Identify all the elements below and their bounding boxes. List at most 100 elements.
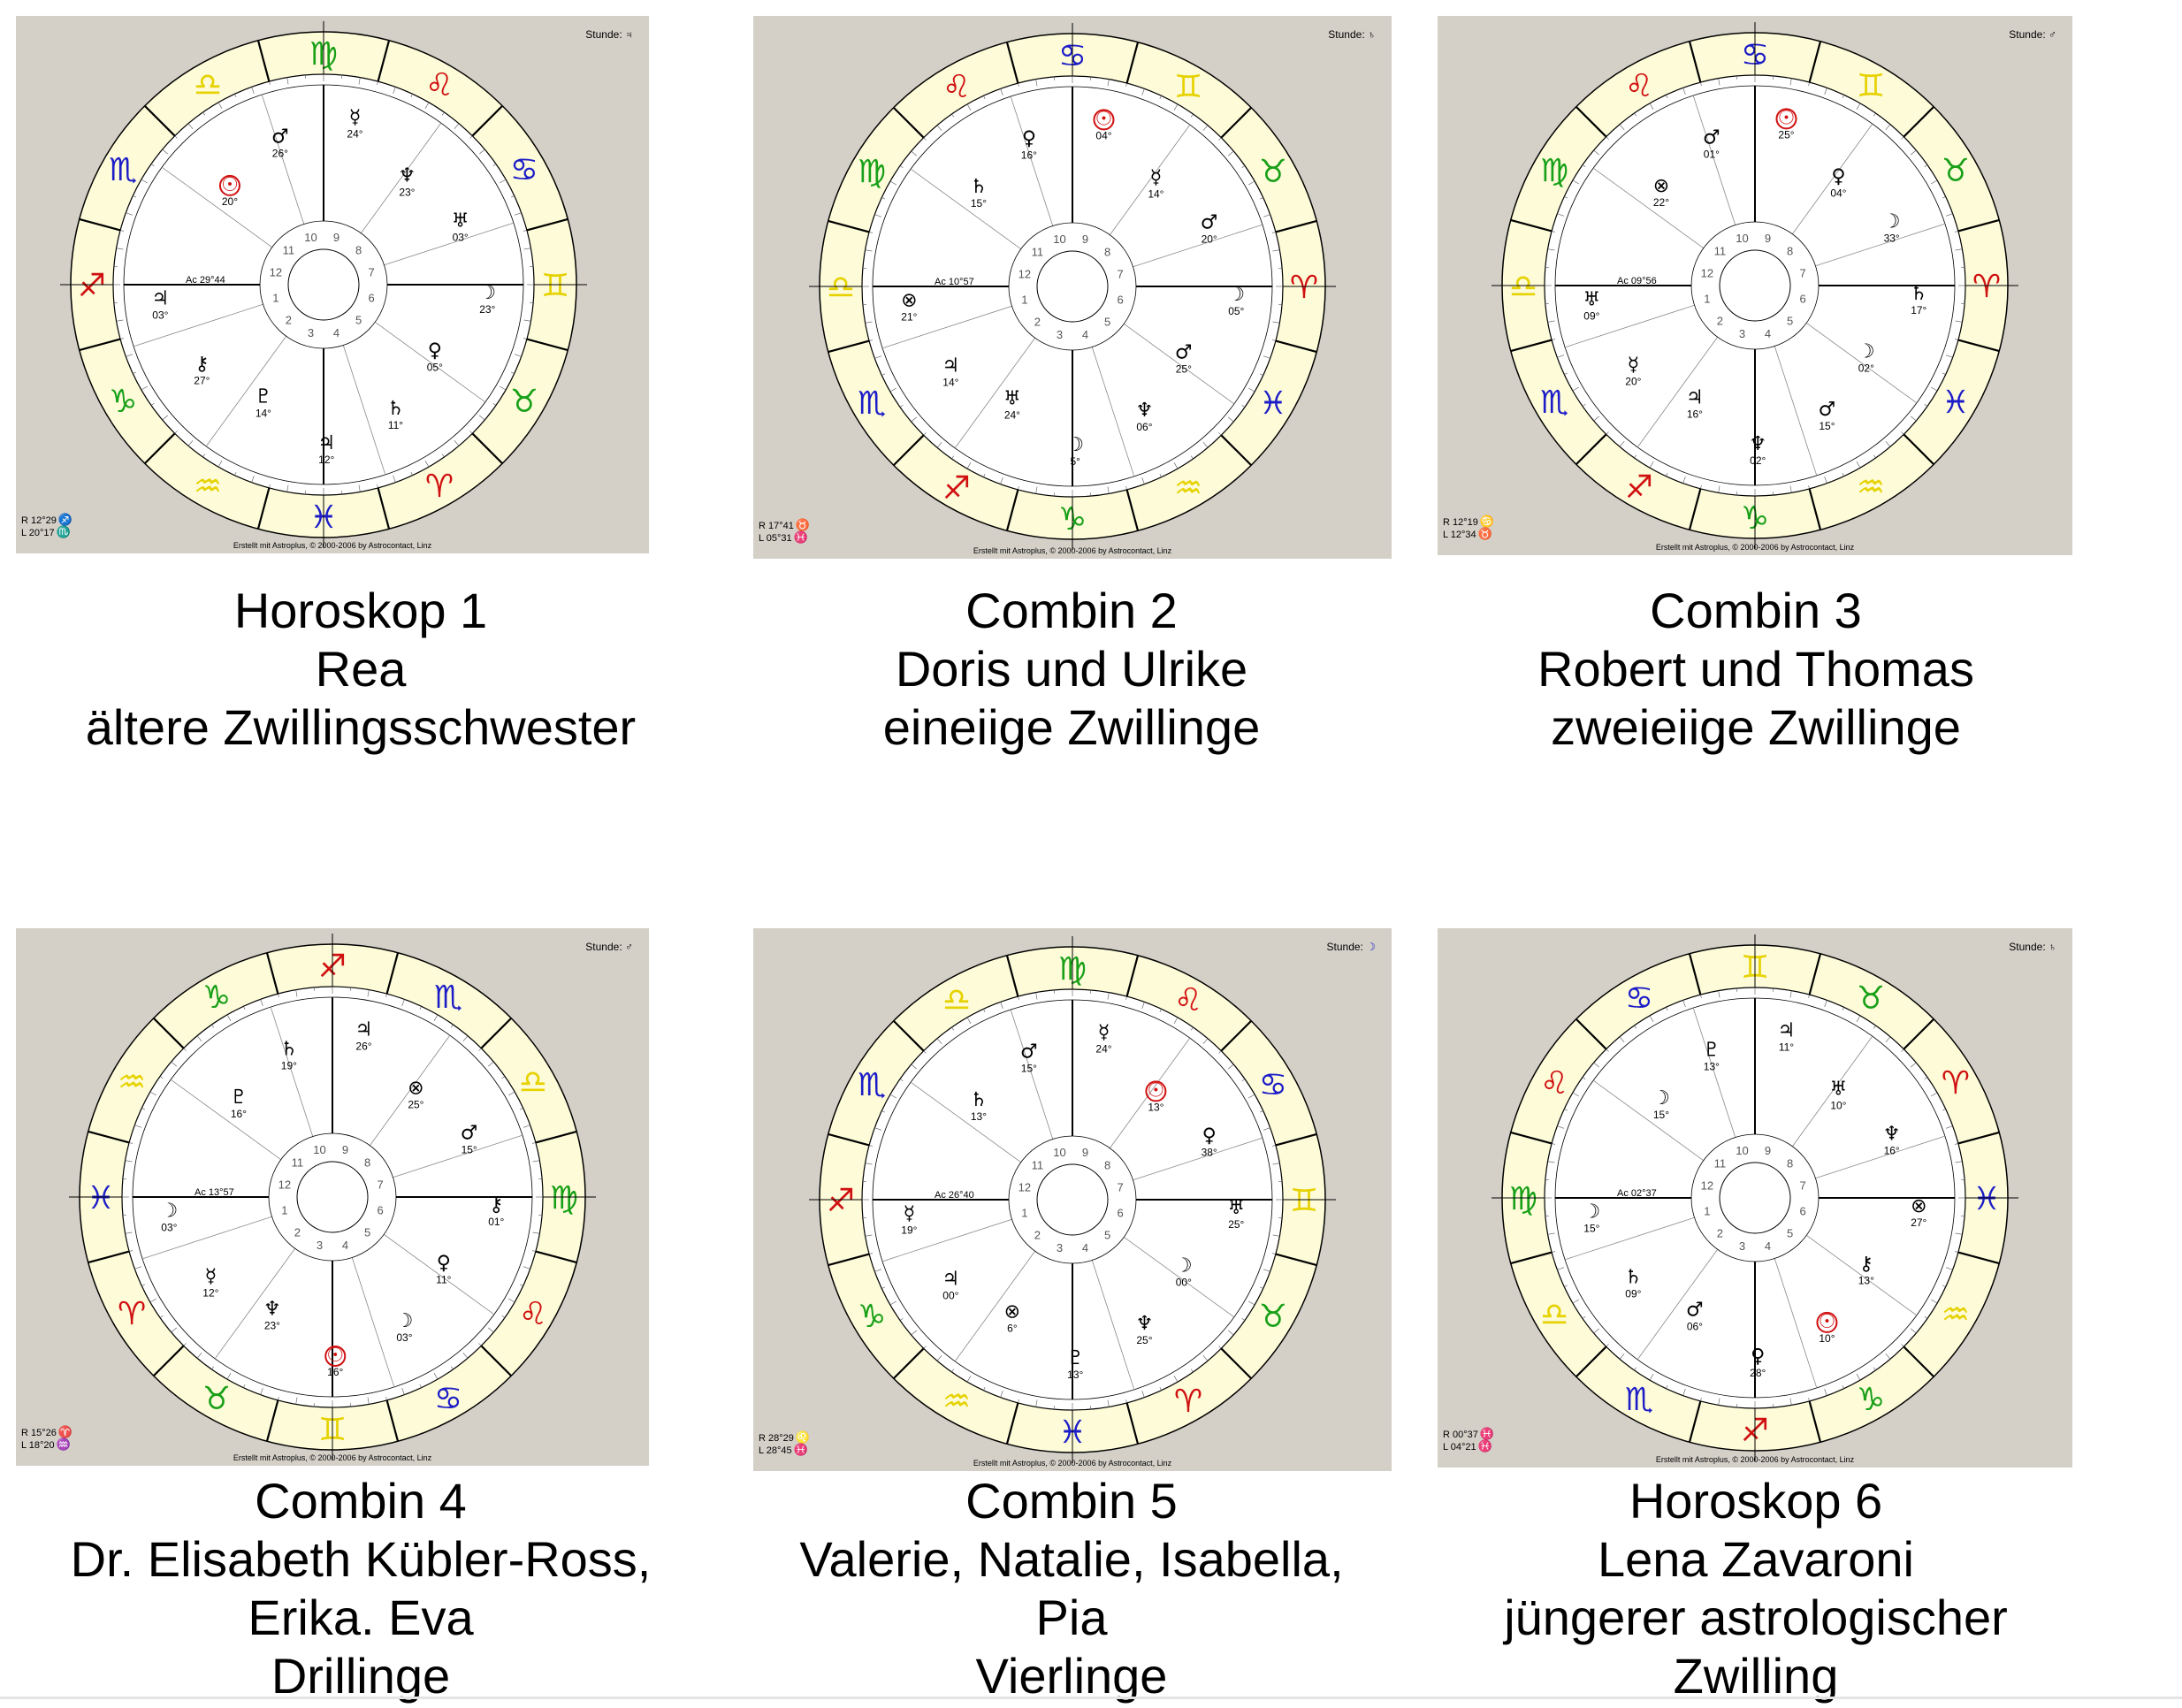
degree-tick [1202, 1354, 1209, 1361]
house-number: 12 [270, 266, 282, 279]
planet-degree-label: 38° [1202, 1146, 1217, 1158]
sign-divider [1275, 1253, 1317, 1267]
degree-tick [1227, 150, 1234, 156]
degree-tick [899, 404, 904, 408]
house-cusp-line [881, 305, 1012, 349]
caption-line: ältere Zwillingsschwester [85, 699, 637, 755]
degree-tick [1248, 1094, 1255, 1099]
degree-tick [269, 484, 271, 488]
sign-divider [1220, 1019, 1253, 1052]
degree-tick [951, 1369, 955, 1373]
sign-divider [1005, 1402, 1019, 1445]
degree-tick [1018, 1399, 1019, 1403]
house-cusp-line [954, 338, 1036, 449]
planet-degree-label: 05° [427, 362, 443, 374]
sign-divider [1808, 1400, 1822, 1443]
planet-icon: ♅ [1227, 1197, 1245, 1219]
sign-divider [1575, 433, 1607, 466]
planet-degree-label: 23° [479, 303, 495, 316]
planet-icon: ♇ [230, 1087, 248, 1109]
house-cusp-line [141, 1216, 272, 1260]
caption-4: Combin 4 Dr. Elisabeth Kübler-Ross, Erik… [25, 1472, 697, 1705]
house-number: 5 [1787, 315, 1793, 328]
ascendant-label: Ac 09°56 [1617, 276, 1657, 286]
house-cusp-line [1636, 337, 1719, 448]
sign-divider [1275, 339, 1317, 354]
planet-icon: ♆ [1749, 433, 1766, 455]
degree-tick [410, 94, 413, 98]
degree-tick [889, 1300, 896, 1306]
degree-tick [1789, 485, 1792, 493]
degree-tick [1547, 1161, 1555, 1163]
degree-tick [865, 249, 873, 252]
planet-icon: ⚷ [195, 353, 209, 375]
planet-degree-label: 28° [1750, 1367, 1766, 1379]
planet-degree-label: 09° [1625, 1287, 1641, 1300]
degree-tick [874, 214, 881, 217]
planet-degree-label: 5° [1071, 455, 1081, 468]
degree-tick [251, 476, 255, 483]
degree-tick [1700, 995, 1702, 999]
degree-tick [519, 1284, 523, 1286]
house-cusp-line [270, 1006, 314, 1137]
sign-divider [1808, 41, 1822, 83]
degree-tick [510, 371, 515, 374]
planet-icon: ☽ [478, 282, 496, 304]
sign-divider [1005, 955, 1019, 997]
degree-tick [174, 135, 178, 139]
sign-divider [385, 1399, 400, 1442]
degree-tick [1557, 355, 1564, 358]
degree-tick [1649, 1015, 1654, 1022]
planet-icon: ☉ [1095, 108, 1113, 130]
degree-tick [1606, 1048, 1609, 1052]
house-number: 4 [1082, 1241, 1088, 1254]
degree-tick [911, 1064, 918, 1070]
planet-icon: ☉ [326, 1345, 344, 1367]
planet-icon: ⊗ [1911, 1195, 1926, 1217]
chart-center [296, 1161, 369, 1233]
degree-tick [1649, 1374, 1654, 1381]
degree-tick [1173, 1376, 1179, 1383]
sign-divider [480, 1345, 513, 1377]
sign-divider [892, 1347, 925, 1380]
zodiac-sign-icon: ♒ [194, 469, 222, 505]
degree-tick [1259, 1286, 1263, 1289]
degree-tick [889, 180, 896, 186]
house-number: 6 [1117, 1206, 1123, 1219]
planet-icon: ♂ [1686, 1300, 1704, 1322]
degree-tick [260, 1388, 263, 1395]
degree-tick [171, 1061, 178, 1067]
house-cusp-line [1806, 1234, 1918, 1316]
zodiac-sign-icon: ♋ [510, 152, 538, 188]
planet-icon: ☽ [1858, 341, 1875, 363]
degree-tick [889, 387, 896, 393]
degree-tick [286, 77, 289, 85]
degree-tick [1666, 1007, 1668, 1011]
degree-tick [487, 1327, 494, 1333]
degree-tick [1910, 416, 1917, 422]
degree-tick [523, 319, 531, 322]
planet-icon: ♆ [399, 164, 416, 187]
planet-icon: ♂ [271, 126, 289, 148]
degree-tick [874, 355, 881, 359]
caption-title: Combin 5 [965, 1473, 1178, 1529]
sign-divider [1957, 1251, 2000, 1265]
house-cusp-line [214, 1248, 296, 1360]
degree-tick [1218, 432, 1222, 436]
degree-tick [1141, 477, 1145, 484]
house-number: 12 [1019, 268, 1031, 281]
planet-icon: ♄ [1625, 1266, 1643, 1288]
degree-tick [1272, 249, 1280, 252]
degree-tick [1954, 339, 1958, 340]
caption-line: Drillinge [271, 1648, 451, 1704]
degree-tick [419, 1384, 422, 1388]
degree-tick [1227, 1064, 1234, 1070]
house-number: 10 [304, 231, 317, 244]
degree-tick [1885, 1353, 1891, 1360]
house-number: 10 [313, 1143, 325, 1156]
